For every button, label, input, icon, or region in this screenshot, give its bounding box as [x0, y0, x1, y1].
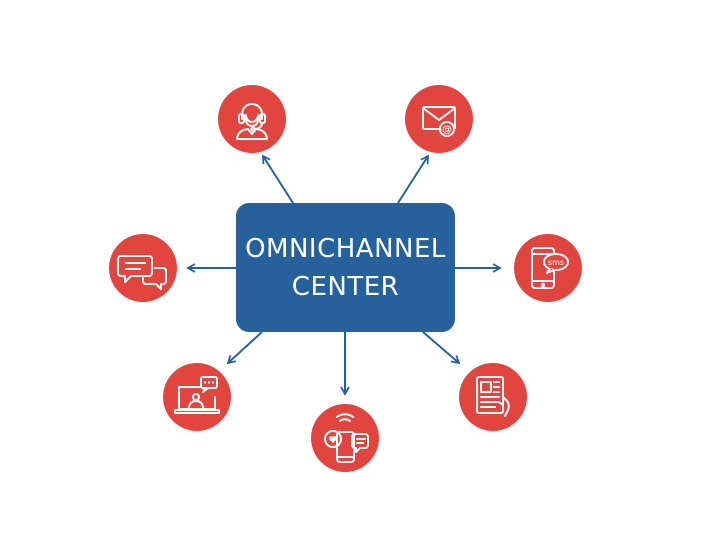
arrow-to-laptop	[226, 331, 263, 365]
headset-agent-icon	[236, 103, 268, 140]
arrow-to-headset	[262, 154, 294, 204]
channel-laptop	[163, 363, 231, 431]
omnichannel-center-box: OMNICHANNEL CENTER	[236, 203, 455, 332]
channel-email: @	[405, 85, 473, 153]
chat-bubbles-icon	[117, 255, 167, 290]
center-title-line1: OMNICHANNEL	[245, 233, 446, 264]
channel-chat	[109, 234, 177, 302]
sms-label: sms	[548, 258, 564, 267]
tablet-hand-icon	[476, 376, 510, 417]
arrow-to-email	[397, 154, 429, 204]
channel-tablet	[459, 363, 527, 431]
arrow-to-tablet	[422, 331, 461, 365]
social-mobile-icon	[324, 413, 369, 463]
channel-headset	[218, 85, 286, 153]
email-icon: @	[422, 106, 456, 137]
laptop-video-chat-icon	[174, 376, 220, 414]
center-title-line2: CENTER	[291, 271, 400, 302]
channel-sms: sms	[514, 234, 582, 302]
channel-social	[311, 404, 379, 472]
mobile-sms-icon: sms	[531, 247, 569, 289]
svg-text:@: @	[442, 125, 452, 136]
